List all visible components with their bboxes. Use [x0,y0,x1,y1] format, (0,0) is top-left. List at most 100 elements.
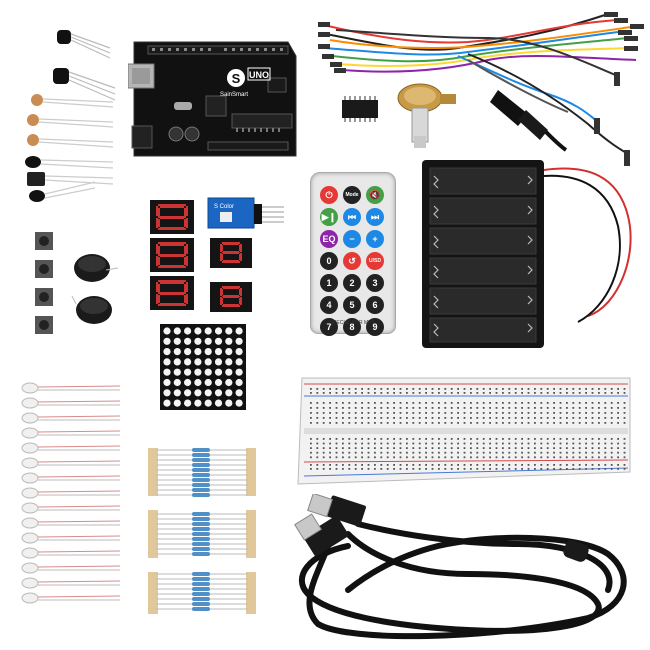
breadboard-hole [482,422,485,424]
breadboard-hole [476,417,479,419]
breadboard-hole [553,412,555,414]
leds [18,380,123,615]
remote-button[interactable]: 7 [320,318,338,336]
breadboard-hole [540,468,543,470]
buzzer-2 [71,295,112,324]
led [21,517,121,529]
breadboard-hole [495,407,498,409]
matrix-dot [173,348,181,356]
breadboard-hole [463,468,466,470]
breadboard-hole [534,417,536,419]
breadboard-hole [399,442,402,445]
breadboard-hole [546,464,549,466]
breadboard-hole [444,417,447,419]
breadboard-hole [610,422,613,424]
breadboard-hole [418,442,421,445]
breadboard-hole [316,392,319,394]
breadboard-hole [354,442,357,445]
breadboard-hole [604,451,607,454]
breadboard-hole [623,388,626,390]
remote-button[interactable]: U/SD [366,252,384,270]
remote-button[interactable]: 9 [366,318,384,336]
breadboard-hole [502,402,504,404]
breadboard-hole [553,451,555,454]
remote-button[interactable]: 2 [343,274,361,292]
breadboard-hole [546,451,549,454]
breadboard-hole [316,402,319,404]
breadboard-hole [476,422,479,424]
breadboard-hole [610,388,613,390]
breadboard-hole [572,464,575,466]
breadboard-hole [393,451,395,454]
breadboard-hole [572,407,575,409]
remote-button[interactable]: 1 [320,274,338,292]
remote-button[interactable]: ↺ [343,252,361,270]
breadboard-hole [566,412,568,414]
breadboard-hole [527,407,530,409]
remote-button[interactable]: 🔇 [366,186,384,204]
breadboard-hole [450,388,453,390]
remote-button[interactable]: ⏮ [343,208,361,226]
breadboard-hole [393,464,395,466]
led [21,487,121,499]
remote-button[interactable]: 5 [343,296,361,314]
breadboard-hole [489,468,491,470]
breadboard-hole [553,438,555,440]
remote-button[interactable]: Mode [343,186,361,204]
breadboard-hole [540,422,543,424]
breadboard-hole [508,468,511,470]
breadboard-hole [482,388,485,390]
breadboard-hole [527,451,530,454]
breadboard-hole [380,402,383,404]
breadboard-hole [348,442,351,445]
matrix-dot [163,358,171,366]
remote-button[interactable]: 4 [320,296,338,314]
breadboard-hole [322,442,325,445]
breadboard-hole [450,456,453,459]
breadboard-hole [476,451,479,454]
remote-button[interactable]: ⏻ [320,186,338,204]
breadboard-hole [374,412,376,414]
breadboard-hole [463,456,466,459]
remote-button[interactable]: 3 [366,274,384,292]
remote-button[interactable]: EQ [320,230,338,248]
breadboard-hole [367,451,370,454]
breadboard-hole [527,388,530,390]
breadboard-hole [489,451,491,454]
remote-button[interactable]: + [366,230,384,248]
breadboard-hole [598,451,600,454]
breadboard-hole [386,412,389,414]
breadboard-hole [617,438,619,440]
breadboard-hole [534,442,536,445]
breadboard-hole [508,442,511,445]
breadboard-hole [354,447,357,449]
breadboard-hole [546,412,549,414]
remote-button[interactable]: − [343,230,361,248]
breadboard-hole [418,468,421,470]
breadboard-hole [431,438,434,440]
remote-button[interactable]: ⏭ [366,208,384,226]
breadboard-hole [412,468,415,470]
breadboard-hole [393,442,395,445]
remote-button[interactable]: 8 [343,318,361,336]
breadboard-hole [322,422,325,424]
led [21,397,121,409]
breadboard-hole [412,412,415,414]
matrix-dot [235,327,243,335]
breadboard-hole [598,422,600,424]
remote-button[interactable]: 6 [366,296,384,314]
matrix-dot [163,368,171,376]
matrix-dot [184,368,192,376]
breadboard-hole [438,402,440,404]
remote-button[interactable]: 0 [320,252,338,270]
breadboard-hole [374,464,376,466]
breadboard-hole [572,388,575,390]
led [21,547,121,559]
breadboard-hole [476,438,479,440]
remote-button[interactable]: ▶❙ [320,208,338,226]
breadboard-hole [444,456,447,459]
breadboard-hole [470,442,472,445]
breadboard-hole [591,438,594,440]
breadboard-hole [617,412,619,414]
breadboard-hole [604,442,607,445]
